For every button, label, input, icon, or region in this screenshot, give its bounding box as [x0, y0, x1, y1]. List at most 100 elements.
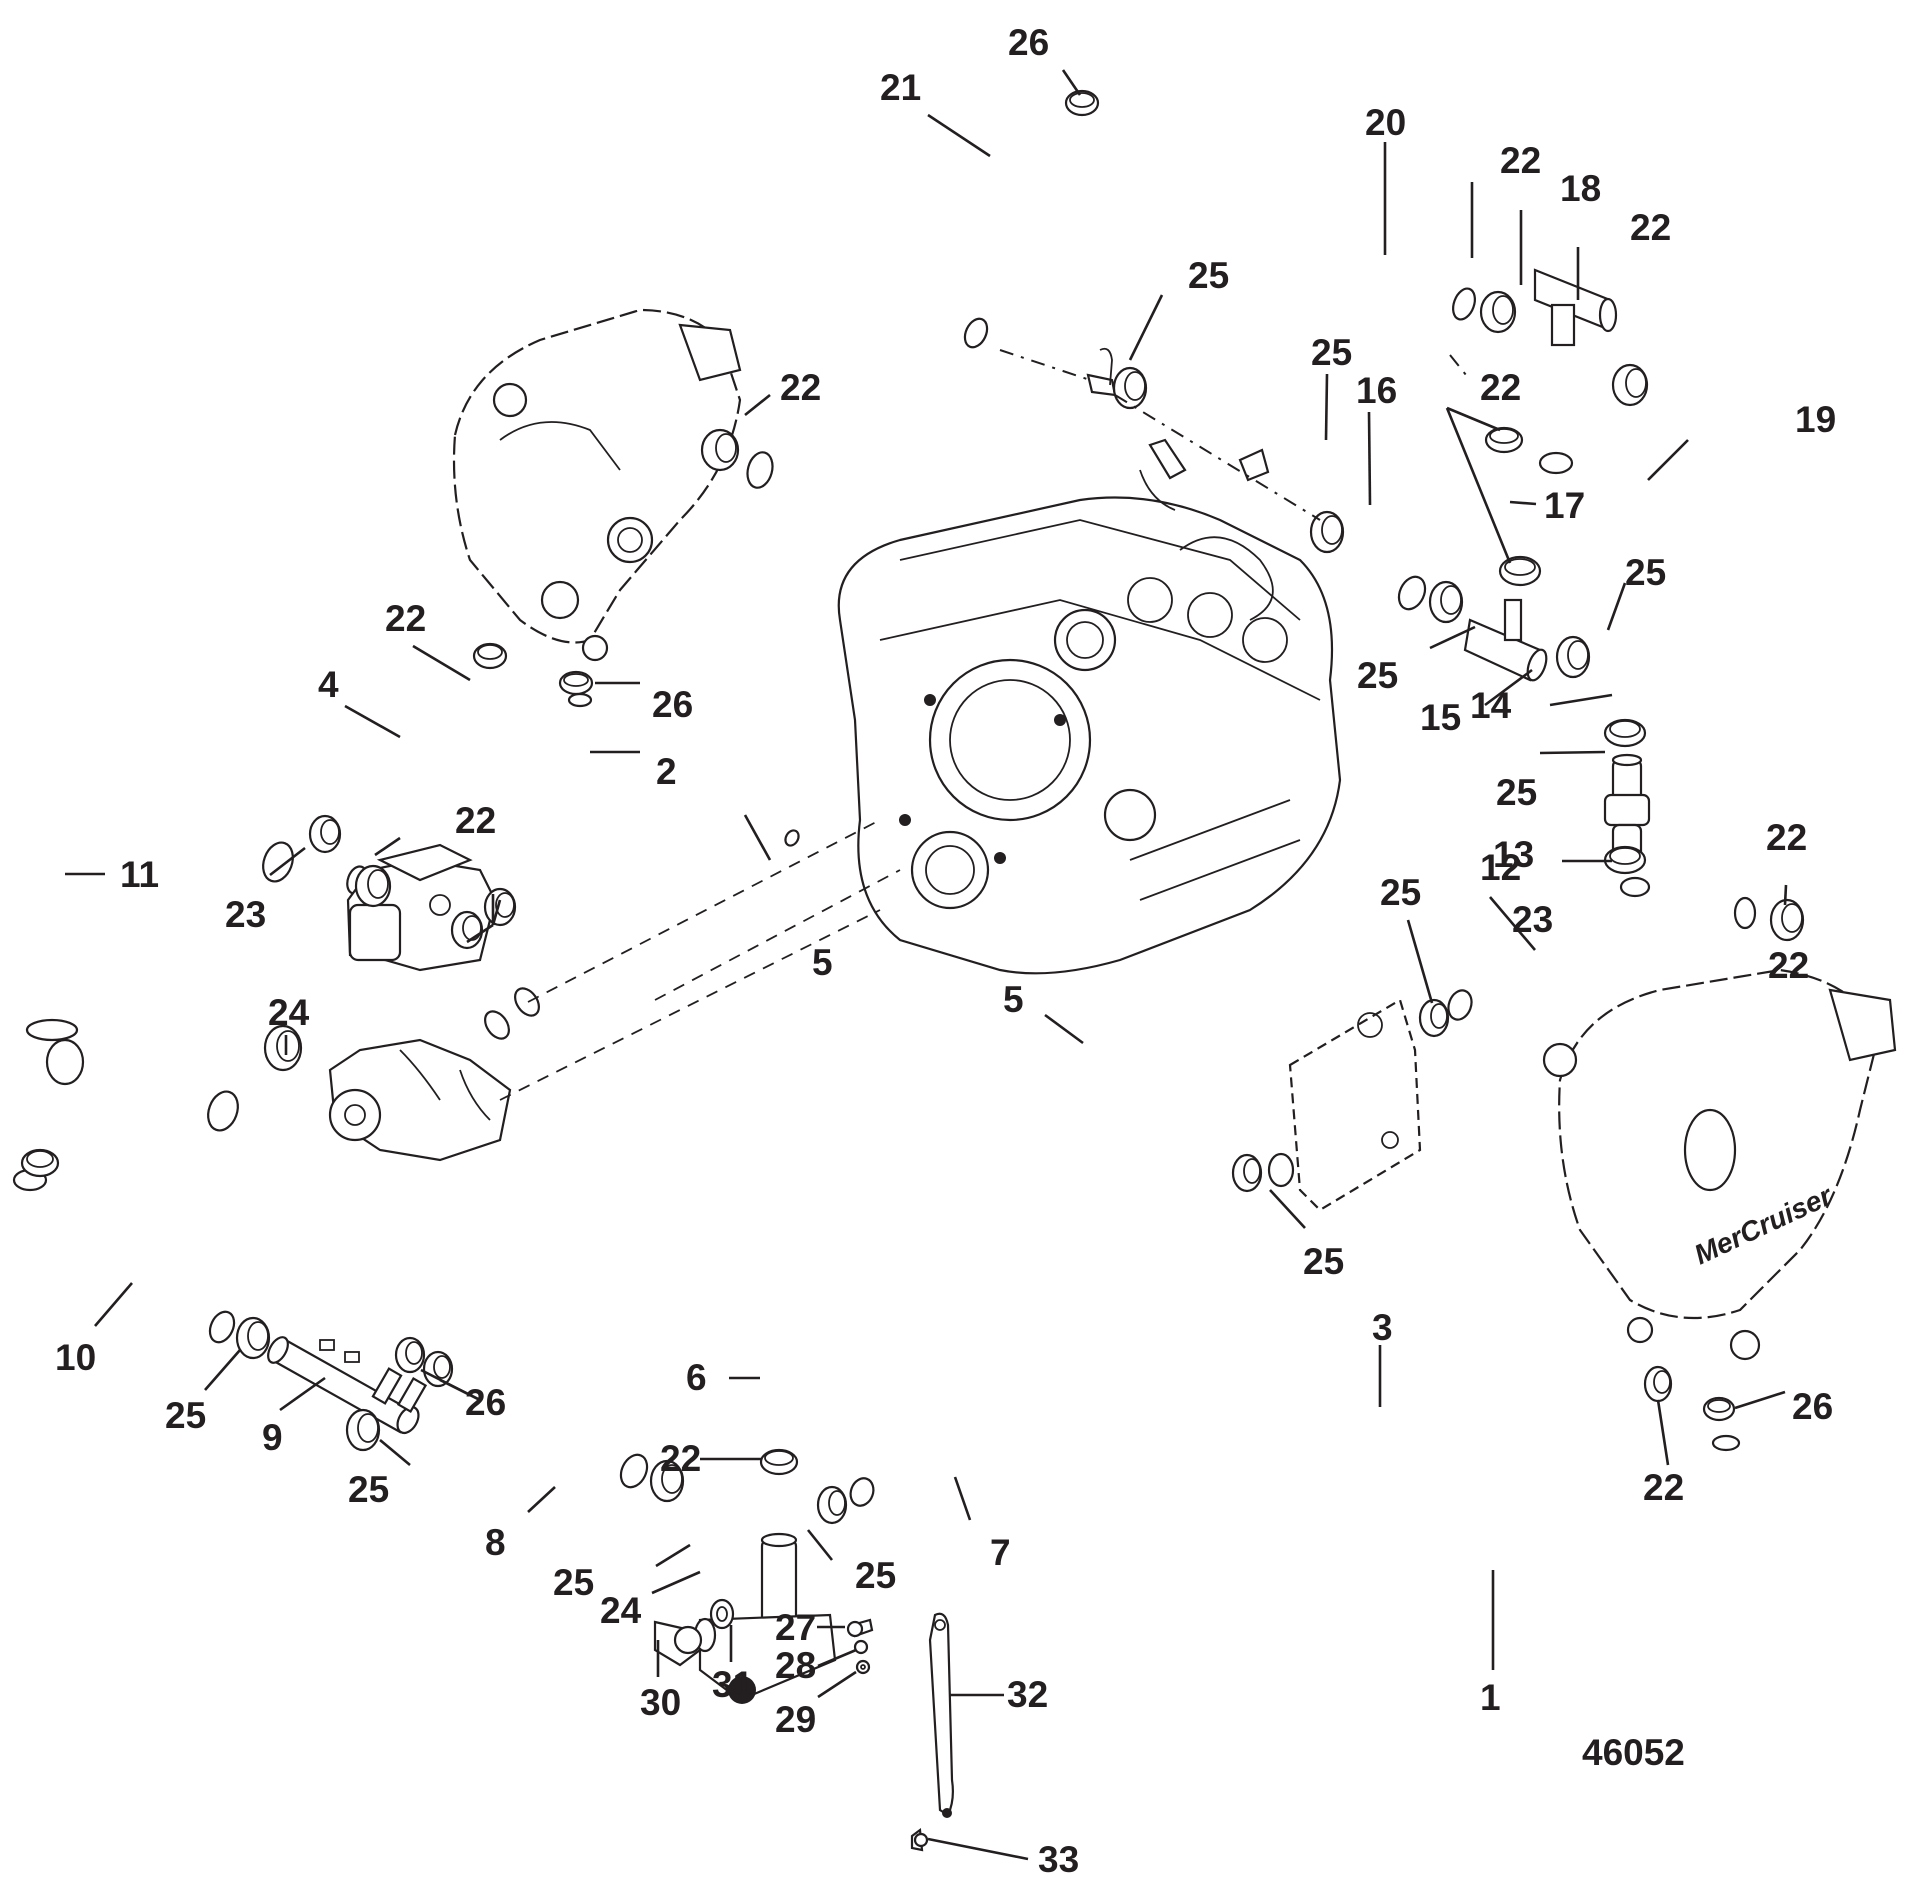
washer-29: [855, 1659, 871, 1675]
hose-21: [827, 91, 1051, 349]
hose-10: [12, 1165, 236, 1344]
clamp-11-band-b: [45, 1038, 85, 1086]
callout-23: 23: [225, 894, 266, 935]
clamp-22-17-bottom: [1498, 555, 1542, 587]
clamp-26-top: [1064, 89, 1100, 117]
callout-7: 7: [990, 1532, 1011, 1573]
callout-1: 1: [1480, 1677, 1501, 1718]
clamp-25-hose12: [1418, 998, 1450, 1038]
callout-22: 22: [1768, 945, 1809, 986]
clamp-22-hose3-end: [1643, 1365, 1673, 1403]
tee-fitting-18: [1533, 268, 1618, 347]
leader-lines: [65, 69, 1788, 1861]
callout-25: 25: [1188, 255, 1229, 296]
water-pump: [328, 1038, 512, 1162]
clamp-22-top-left: [700, 428, 740, 472]
callout-22: 22: [1630, 207, 1671, 248]
nut-28: [853, 1639, 869, 1655]
callout-25: 25: [1380, 872, 1421, 913]
assembly-lines: [499, 349, 1471, 1101]
clamp-25-hose5-end: [1231, 1153, 1263, 1193]
hose-17: [1522, 451, 1574, 559]
hose-11: [23, 775, 295, 1132]
hose-16: [1344, 549, 1427, 611]
callout-11: 11: [120, 854, 159, 895]
callout-25: 25: [855, 1555, 896, 1596]
callout-26: 26: [1008, 22, 1049, 63]
clamp-22-hose6-end: [759, 1448, 799, 1476]
clamp-26-pair-b: [422, 1350, 454, 1388]
clamp-22-mid: [1484, 426, 1524, 454]
clamp-22-manifold-bottom: [472, 642, 508, 670]
thermostat-housing: [346, 843, 497, 972]
tee-pipe-9: [267, 1336, 428, 1435]
hose-8: [463, 1367, 649, 1489]
clamp-25-hose9-end: [345, 1408, 381, 1452]
callout-8: 8: [485, 1522, 506, 1563]
clamp-25-hose7-end: [816, 1485, 848, 1525]
clamp-25-hose5-end-b: [1267, 1152, 1295, 1188]
callout-22: 22: [1480, 367, 1521, 408]
callout-15: 15: [1420, 697, 1461, 738]
clamp-22-thermostat-a: [483, 887, 517, 927]
drain-tee-24: [693, 1532, 837, 1704]
hose-7: [848, 1026, 1226, 1507]
hose-1: [484, 1010, 1741, 1579]
callout-30: 30: [640, 1682, 681, 1723]
clamp-22-tee18-right: [1611, 363, 1649, 407]
callout-9: 9: [262, 1417, 283, 1458]
clamp-26-pair-a: [394, 1336, 426, 1374]
clamp-25-13-top: [1603, 718, 1647, 748]
callout-26: 26: [652, 684, 693, 725]
clamp-11-band-a: [25, 1018, 79, 1042]
drain-plug-30: [653, 1620, 703, 1667]
fittings-cluster: [1086, 347, 1270, 511]
callout-22: 22: [1500, 140, 1541, 181]
hose-3: [514, 987, 1633, 1413]
callout-12: 12: [1480, 847, 1521, 888]
clamp-24-water-pump: [263, 1024, 303, 1072]
hose-14: [1597, 667, 1661, 733]
callout-5: 5: [812, 942, 833, 983]
callout-5: 5: [1003, 979, 1024, 1020]
clamp-26-hose1-end: [1702, 1396, 1736, 1422]
callout-26: 26: [1792, 1386, 1833, 1427]
callout-22: 22: [1766, 817, 1807, 858]
clamp-22-hose19-bottom: [1769, 898, 1805, 942]
callout-25: 25: [1357, 655, 1398, 696]
callout-19: 19: [1795, 399, 1836, 440]
callout-22: 22: [1643, 1467, 1684, 1508]
callout-25: 25: [1311, 332, 1352, 373]
callout-6: 6: [686, 1357, 707, 1398]
callout-31: 31: [712, 1664, 753, 1705]
clamp-22-hose20-end: [1479, 290, 1517, 334]
hose-12: [1447, 876, 1651, 1021]
exhaust-manifold-right: MerCruiser: [1542, 968, 1897, 1361]
callout-29: 29: [775, 1699, 816, 1740]
callout-24: 24: [600, 1590, 642, 1631]
clamp-26-hose2-top: [558, 670, 594, 696]
callout-25: 25: [1303, 1241, 1344, 1282]
callout-22: 22: [660, 1438, 701, 1479]
callout-3: 3: [1372, 1307, 1393, 1348]
tee-fitting-15: [1463, 598, 1548, 682]
callout-22: 22: [455, 800, 496, 841]
callout-27: 27: [775, 1607, 816, 1648]
hose-20: [745, 209, 1476, 501]
clamp-23-left: [308, 814, 342, 854]
bracket-32: [928, 1612, 954, 1818]
callout-25: 25: [165, 1395, 206, 1436]
seawater-pump-housing: [1288, 998, 1422, 1212]
callout-4: 4: [318, 664, 339, 705]
callout-20: 20: [1365, 102, 1406, 143]
clamp-25-16-left: [1309, 510, 1345, 554]
callout-25: 25: [1496, 772, 1537, 813]
callout-18: 18: [1560, 168, 1601, 209]
callout-14: 14: [1470, 685, 1512, 726]
clamp-25-15-right: [1555, 635, 1591, 679]
callout-25: 25: [348, 1469, 389, 1510]
clamp-22-hose4: [354, 864, 392, 908]
clamp-25-16-right: [1428, 580, 1464, 624]
clamp-22-thermostat-b: [450, 910, 484, 950]
